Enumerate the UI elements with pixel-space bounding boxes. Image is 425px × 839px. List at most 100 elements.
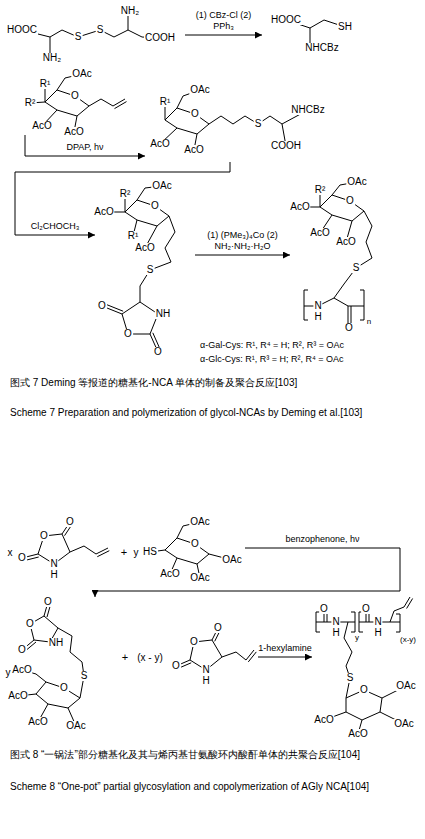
atom-label: AcO <box>134 243 155 253</box>
reaction-arrow <box>258 657 312 658</box>
atom-label: O <box>361 604 371 614</box>
atom-label: AcO <box>63 127 84 137</box>
bond-line <box>222 650 254 660</box>
caption-text: Scheme 8 “One-pot” partial glycosylation… <box>10 780 415 793</box>
reaction-condition: Cl₂CHOCH₃ <box>19 221 91 232</box>
atom-label: O <box>97 301 107 311</box>
reaction-condition: benzophenone, hν <box>248 534 398 545</box>
atom-label: O <box>213 623 223 633</box>
atom-label: N <box>201 665 210 675</box>
atom-label: S <box>96 25 105 35</box>
atom-label: O <box>70 91 80 101</box>
bond-line <box>351 306 352 323</box>
atom-label: O <box>59 683 69 693</box>
bond-line <box>36 682 80 708</box>
atom-label: N <box>313 301 322 311</box>
atom-label: R² <box>24 98 37 108</box>
atom-label: AcO <box>7 691 28 701</box>
atom-label: NH <box>48 638 64 648</box>
atom-label: N <box>373 617 382 627</box>
atom-label: HOOC <box>6 25 38 35</box>
atom-label: O <box>65 517 75 527</box>
reaction-condition: DPAP, hν <box>55 142 115 153</box>
atom-label: n <box>366 318 372 326</box>
bond-line <box>334 211 372 298</box>
bond-line <box>89 99 125 106</box>
formula-label: y <box>134 546 139 559</box>
atom-label: OAc <box>395 681 416 691</box>
atom-label: NH₂ <box>120 6 140 16</box>
atom-label: O <box>150 201 160 211</box>
bond-line <box>390 597 410 622</box>
bond-line <box>70 546 108 554</box>
reaction-arrow <box>15 162 230 235</box>
reaction-arrow <box>25 135 145 156</box>
formula-label: (x - y) <box>137 651 163 664</box>
atom-label: AcO <box>27 717 48 727</box>
formula-label: + <box>122 650 128 664</box>
reaction-arrow <box>195 255 290 256</box>
atom-label: OAc <box>189 85 210 95</box>
atom-label: O <box>43 597 53 607</box>
atom-label: H <box>201 676 210 686</box>
atom-label: OAc <box>346 177 367 187</box>
atom-label: OAc <box>71 69 92 79</box>
caption-text: α-Gal-Cys: R¹, R⁴ = H; R², R³ = OAc <box>200 340 415 352</box>
atom-label: O <box>319 604 329 614</box>
bond-line <box>125 200 169 226</box>
caption-text: Scheme 7 Preparation and polymerization … <box>10 406 415 419</box>
atom-label: AcO <box>159 569 180 579</box>
chemical-structure: HOOCSHNHCBz <box>262 5 367 60</box>
atom-label: OAc <box>189 573 210 583</box>
chemical-structure: R²AcOOAcOAcOAcOSNHOn <box>290 178 402 336</box>
atom-label: AcO <box>309 228 330 238</box>
formula-label: + <box>121 545 127 559</box>
cystine-bonds <box>22 12 160 56</box>
atom-label: O <box>344 323 354 333</box>
chemical-structure: OOONH <box>170 622 258 697</box>
polymer-bonds <box>300 182 372 327</box>
bond-line <box>45 90 89 116</box>
atom-label: AcO <box>335 237 356 247</box>
bond-line <box>320 195 364 221</box>
atom-label: (x-y) <box>399 636 417 644</box>
atom-label: NH₂ <box>42 53 62 63</box>
allyl-glycoside-bonds <box>30 74 127 132</box>
atom-label: O <box>17 553 27 563</box>
chemical-structure: R¹OAcOAcOAcOSNHCBzCOOH <box>145 80 337 162</box>
atom-label: S <box>346 673 355 683</box>
atom-label: NHCBz <box>304 43 339 53</box>
atom-label: SH <box>337 22 353 32</box>
atom-label: AcO <box>11 665 32 675</box>
atom-label: O <box>359 685 369 695</box>
bond-line <box>360 290 364 320</box>
atom-label: HS <box>142 547 158 557</box>
bond-line <box>165 108 209 134</box>
reaction-condition: 1-hexylamine <box>258 643 312 654</box>
reaction-condition: (1) (PMe₃)₄Co (2) NH₂·NH₂·H₂O <box>198 230 288 253</box>
caption-text: α-Glc-Cys: R¹, R³ = H; R², R⁴ = OAc <box>200 354 415 366</box>
bond-line <box>304 290 308 320</box>
atom-label: O <box>153 347 163 357</box>
atom-label: y <box>354 634 360 642</box>
atom-label: R² <box>119 189 132 199</box>
atom-label: AcO <box>347 729 368 739</box>
atom-label: OAc <box>221 555 242 565</box>
reaction-arrow <box>95 548 400 597</box>
atom-label: AcO <box>183 145 204 155</box>
bond-line <box>248 652 256 662</box>
atom-label: O <box>25 619 35 629</box>
atom-label: R¹ <box>159 97 172 107</box>
thioether-bonds <box>160 90 308 150</box>
bond-line <box>140 216 175 302</box>
bond-line <box>22 30 160 38</box>
chemical-structure: OONHOSAcOAcOOAcOOAc <box>16 597 112 734</box>
formula-label: x <box>8 546 13 559</box>
atom-label: O <box>123 329 133 339</box>
atom-label: R¹ <box>127 231 140 241</box>
atom-label: N <box>49 559 58 569</box>
atom-label: OAc <box>65 721 86 731</box>
atom-label: COOH <box>270 141 302 151</box>
atom-label: AcO <box>149 139 170 149</box>
